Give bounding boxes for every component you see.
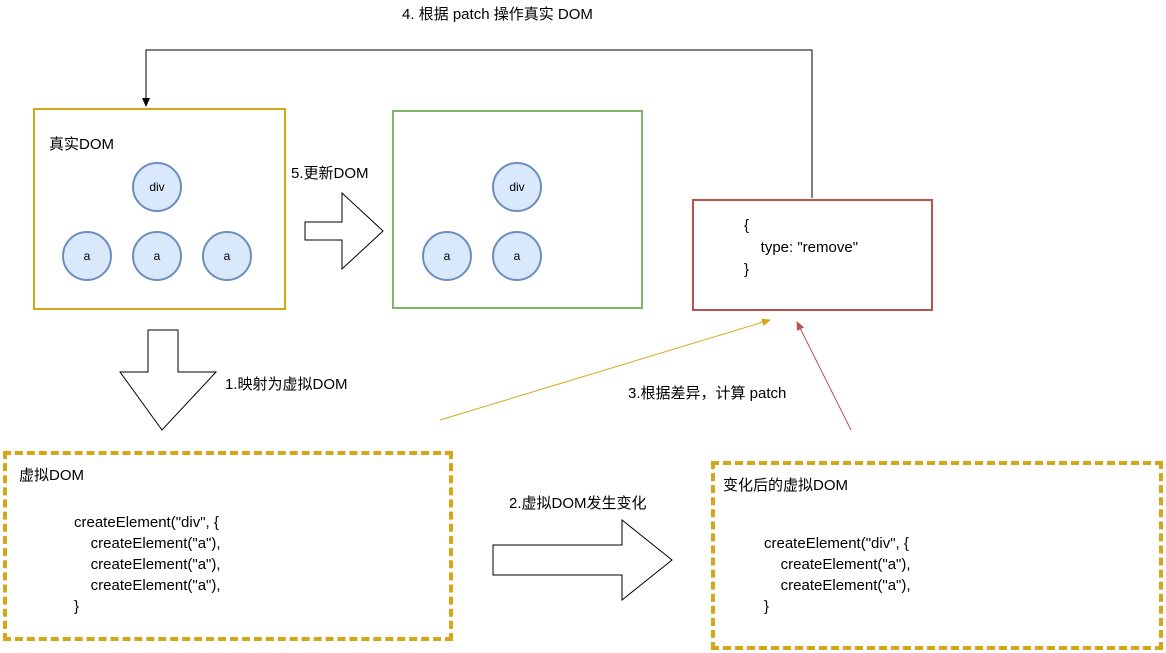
virtual-dom-box: 虚拟DOM createElement("div", { createEleme…: [3, 451, 453, 641]
virtual-dom-code: createElement("div", { createElement("a"…: [74, 514, 221, 615]
changed-virtual-dom-title: 变化后的虚拟DOM: [723, 477, 848, 494]
tree-node-a: a: [132, 231, 182, 281]
tree-node-a: a: [492, 231, 542, 281]
updated-dom-box: div a a: [392, 110, 643, 309]
tree-node-div: div: [132, 162, 182, 212]
tree-node-a: a: [202, 231, 252, 281]
virtual-dom-to-patch-connector: [439, 318, 771, 421]
patch-line-type: type: "remove": [744, 239, 859, 256]
patch-box: { type: "remove" }: [692, 199, 933, 311]
patch-line-close: }: [744, 261, 750, 278]
step1-label: 1.映射为虚拟DOM: [225, 376, 348, 393]
step2-label: 2.虚拟DOM发生变化: [509, 495, 647, 512]
real-dom-title: 真实DOM: [49, 136, 114, 153]
virtual-dom-change-block-arrow: [492, 518, 673, 602]
changed-virtual-dom-box: 变化后的虚拟DOM createElement("div", { createE…: [711, 461, 1163, 650]
step3-label: 3.根据差异，计算 patch: [628, 385, 787, 402]
changed-virtual-dom-code: createElement("div", { createElement("a"…: [764, 535, 911, 615]
map-to-virtual-dom-block-arrow: [119, 329, 218, 431]
update-dom-block-arrow: [304, 191, 384, 271]
virtual-dom-title: 虚拟DOM: [19, 467, 84, 484]
step5-label: 5.更新DOM: [291, 165, 369, 182]
tree-node-div: div: [492, 162, 542, 212]
real-dom-box: 真实DOM div a a a: [33, 108, 286, 310]
patch-line-open: {: [744, 217, 750, 234]
patch-to-real-dom-connector: [142, 49, 813, 198]
tree-node-a: a: [62, 231, 112, 281]
step4-label: 4. 根据 patch 操作真实 DOM: [402, 6, 593, 23]
changed-vdom-to-patch-connector: [796, 321, 852, 431]
tree-node-a: a: [422, 231, 472, 281]
